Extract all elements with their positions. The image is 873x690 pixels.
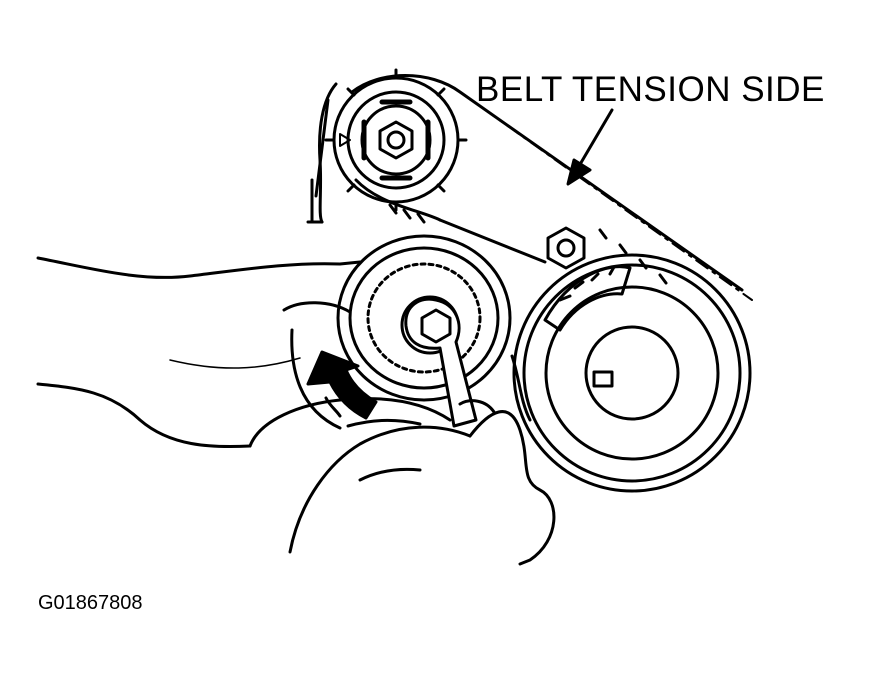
callout-arrow xyxy=(566,108,614,186)
belt-tension-side-label: BELT TENSION SIDE xyxy=(476,70,825,109)
wrench-tool xyxy=(404,297,478,428)
crankshaft-pulley xyxy=(512,253,752,493)
hands xyxy=(36,256,556,566)
timing-belt xyxy=(350,74,753,422)
camshaft-sprocket xyxy=(324,68,468,212)
idler-bolt xyxy=(546,226,586,270)
rotation-arrow-icon xyxy=(306,350,378,420)
figure-code-label: G01867808 xyxy=(38,592,143,614)
engine-block-edge xyxy=(306,82,338,224)
